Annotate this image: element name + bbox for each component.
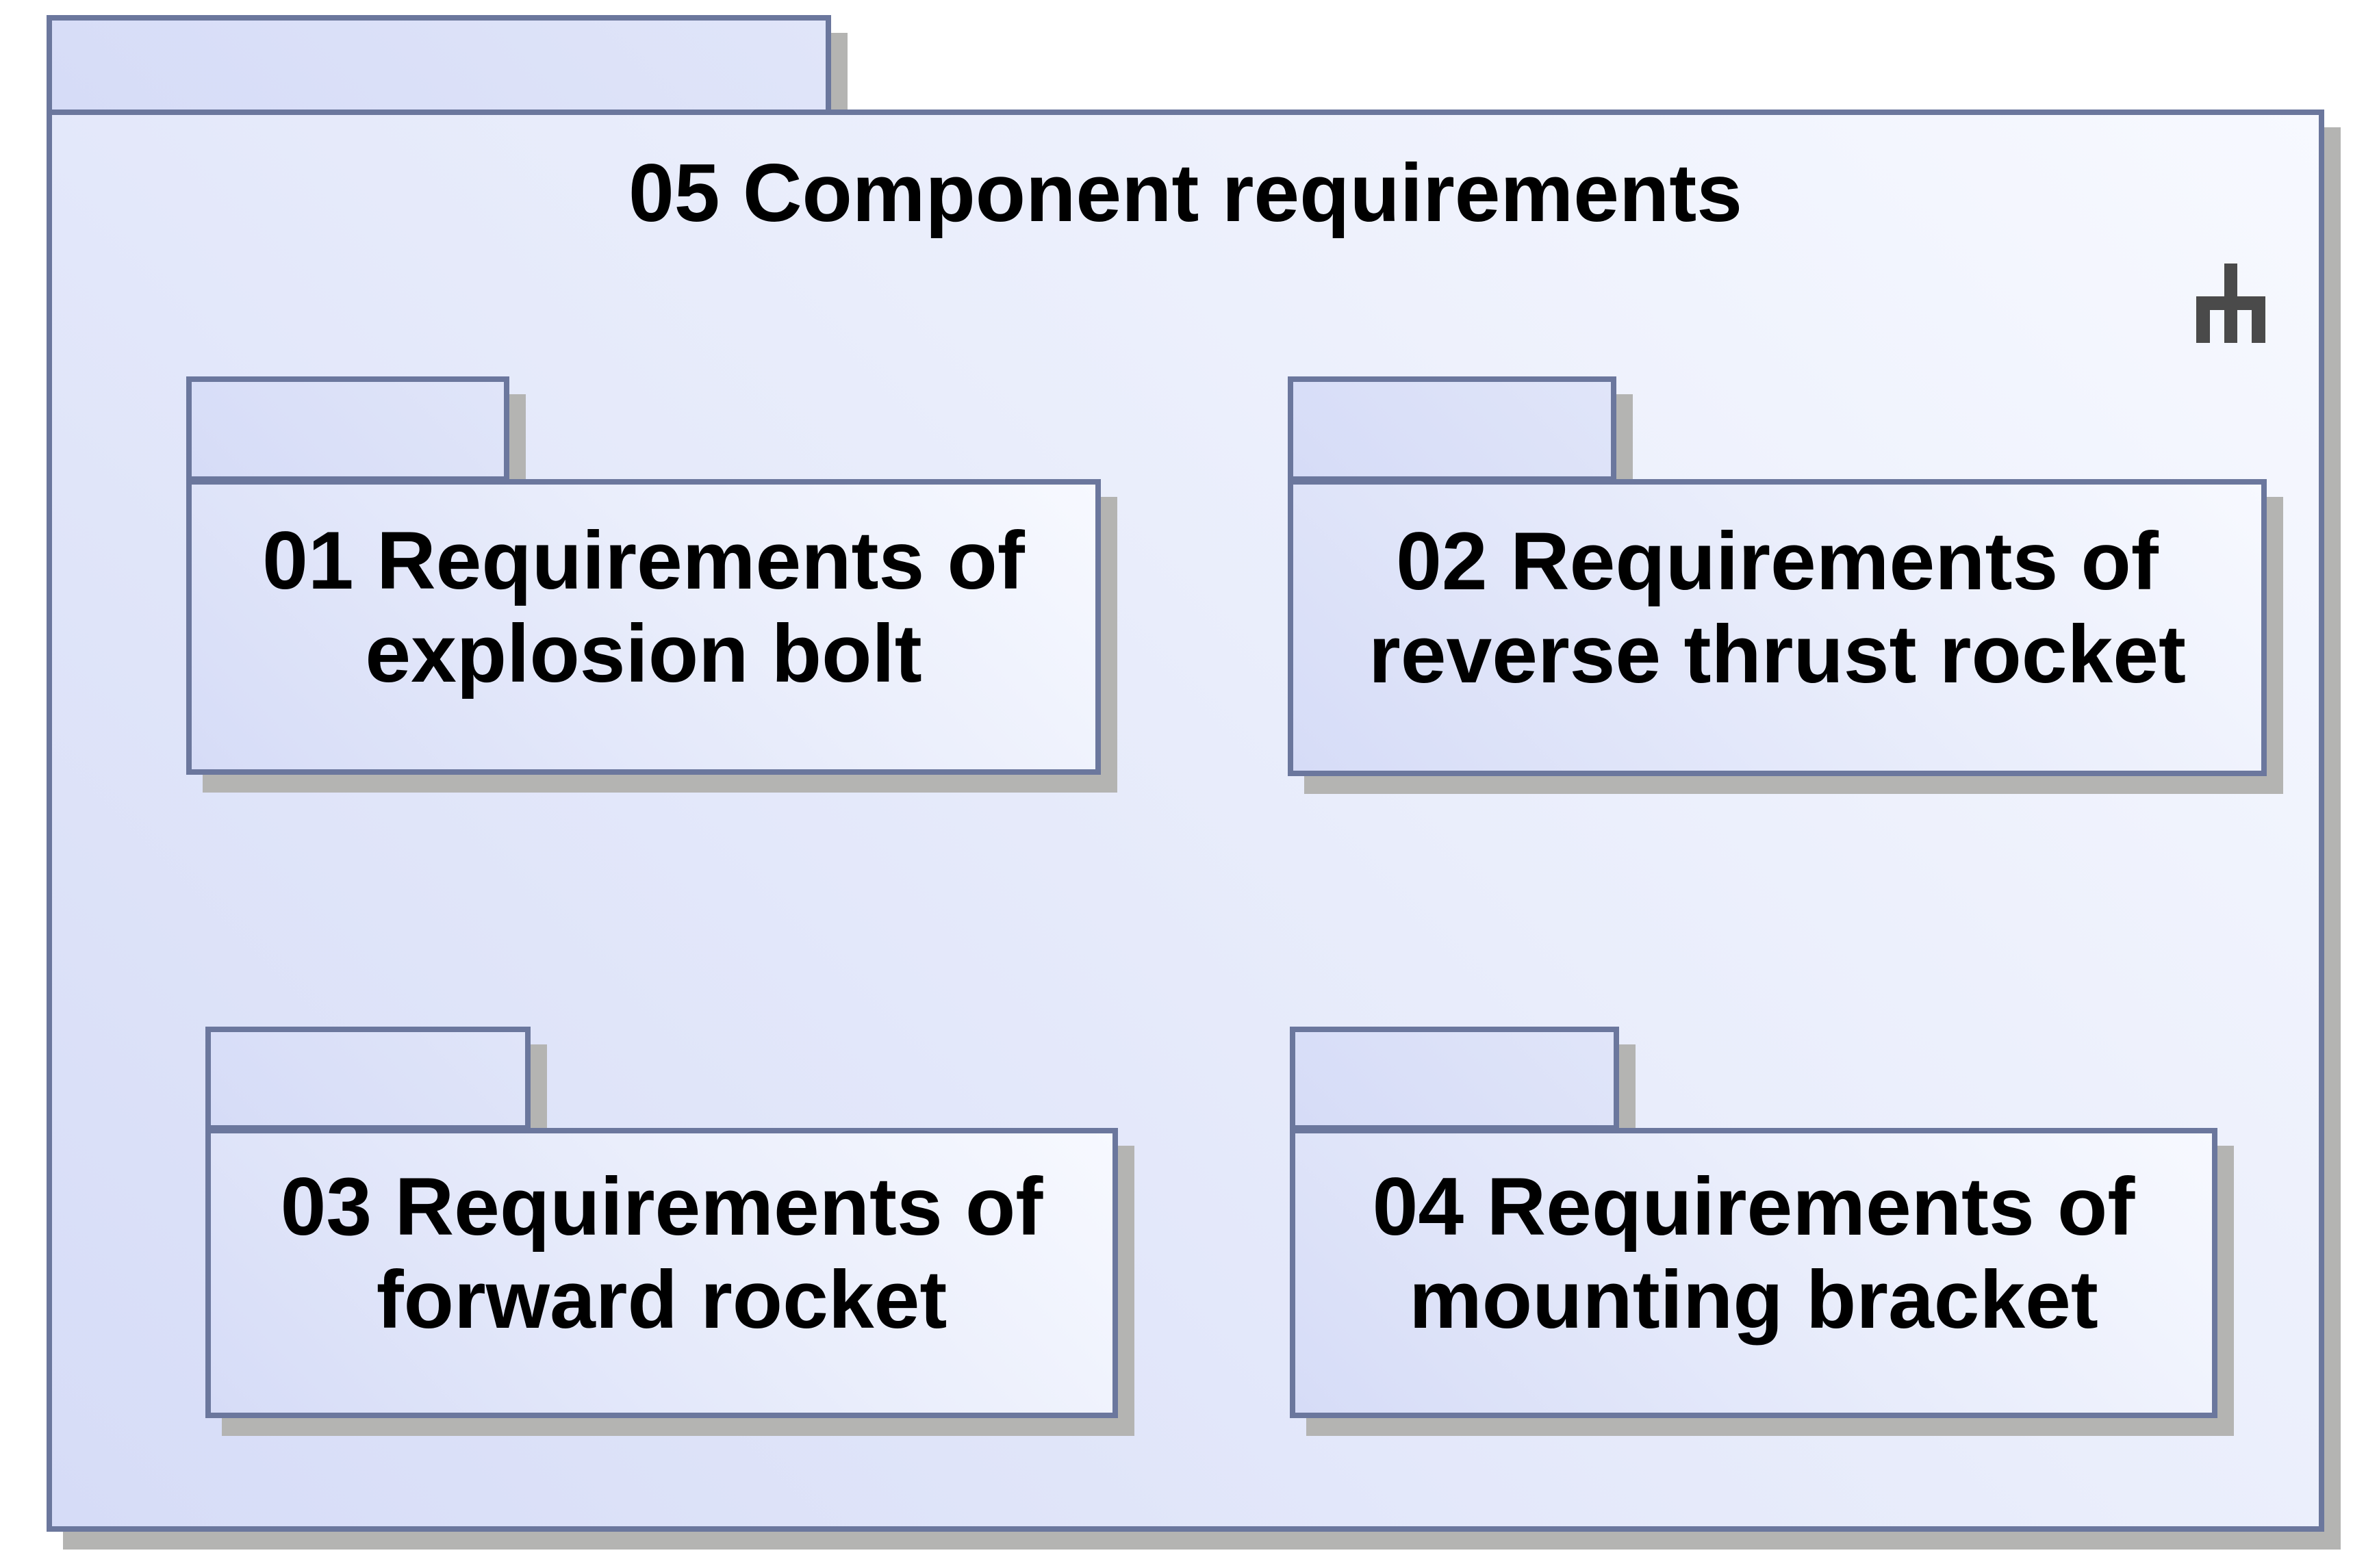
label-line: 03 Requirements of	[280, 1161, 1043, 1253]
package-02-name: 02 Requirements of reverse thrust rocket	[1293, 485, 2261, 771]
owned-diagram-icon	[2196, 264, 2265, 343]
package-04-name: 04 Requirements of mounting bracket	[1295, 1133, 2212, 1413]
label-line: explosion bolt	[365, 608, 922, 699]
package-05-tab[interactable]	[47, 15, 831, 115]
package-05-name: 05 Component requirements	[628, 147, 1742, 239]
package-04-tab[interactable]	[1290, 1027, 1619, 1131]
package-01-body[interactable]: 01 Requirements of explosion bolt	[186, 479, 1101, 775]
package-02-body[interactable]: 02 Requirements of reverse thrust rocket	[1288, 479, 2267, 776]
label-line: forward rocket	[376, 1254, 947, 1346]
label-line: reverse thrust rocket	[1369, 608, 2186, 700]
label-line: mounting bracket	[1409, 1254, 2098, 1346]
package-01-tab[interactable]	[186, 376, 509, 482]
label-line: 01 Requirements of	[262, 515, 1025, 607]
package-03-body[interactable]: 03 Requirements of forward rocket	[205, 1128, 1118, 1418]
package-01-name: 01 Requirements of explosion bolt	[192, 485, 1095, 769]
label-line: 04 Requirements of	[1372, 1161, 2135, 1253]
package-04-body[interactable]: 04 Requirements of mounting bracket	[1290, 1128, 2217, 1418]
package-03-tab[interactable]	[205, 1027, 531, 1131]
package-03-name: 03 Requirements of forward rocket	[211, 1133, 1112, 1413]
label-line: 02 Requirements of	[1396, 515, 2159, 608]
package-02-tab[interactable]	[1288, 376, 1616, 482]
